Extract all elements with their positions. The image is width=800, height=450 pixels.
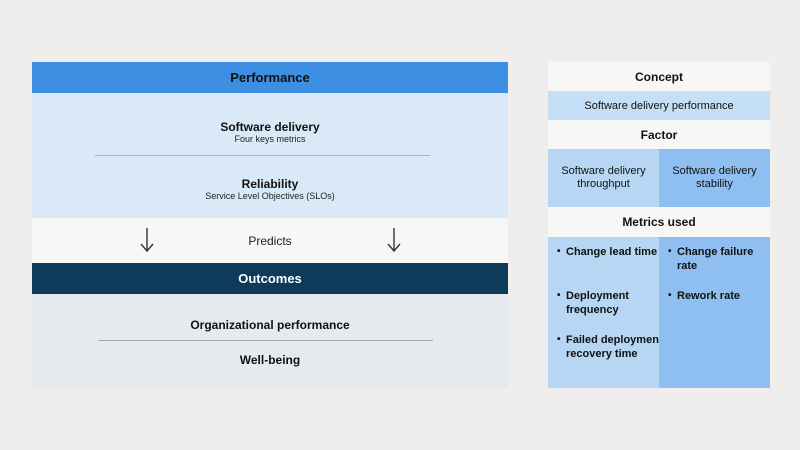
concept-label: Concept <box>548 62 770 91</box>
performance-outcomes-panel: Performance Software delivery Four keys … <box>32 62 508 388</box>
predicts-label: Predicts <box>248 233 292 248</box>
software-delivery-title: Software delivery <box>220 120 320 134</box>
performance-header: Performance <box>32 62 508 93</box>
factor-stability: Software delivery stability <box>659 149 770 207</box>
bullet: • <box>668 290 672 301</box>
metric-label: Failed deployment recovery time <box>566 334 663 360</box>
concept-table: Concept Software delivery performance Fa… <box>548 62 770 388</box>
metric-label: Change lead time <box>566 246 658 258</box>
factor-throughput: Software delivery throughput <box>548 149 659 207</box>
metric-item: • Change lead time <box>557 245 664 259</box>
metric-label: Change failure rate <box>677 246 754 272</box>
outcomes-header-label: Outcomes <box>238 271 302 286</box>
metrics-stability-column: • Change failure rate • Rework rate <box>659 237 770 388</box>
factor-label: Factor <box>548 120 770 149</box>
bullet: • <box>557 334 561 345</box>
predicts-row: Predicts <box>32 218 508 263</box>
reliability-subtitle: Service Level Objectives (SLOs) <box>205 191 335 201</box>
bullet: • <box>557 246 561 257</box>
metric-item: • Deployment frequency <box>557 289 664 317</box>
outcomes-body <box>32 294 508 388</box>
metrics-throughput-column: • Change lead time • Deployment frequenc… <box>548 237 663 388</box>
bullet: • <box>668 246 672 257</box>
outcomes-header: Outcomes <box>32 263 508 294</box>
metric-label: Deployment frequency <box>566 290 629 316</box>
metric-item: • Failed deployment recovery time <box>557 333 664 361</box>
bullet: • <box>557 290 561 301</box>
outcome-well-being: Well-being <box>239 353 301 367</box>
outcomes-divider <box>98 340 433 341</box>
performance-divider <box>95 155 430 156</box>
software-delivery-subtitle: Four keys metrics <box>234 134 306 144</box>
performance-header-label: Performance <box>230 70 310 85</box>
arrow-down-icon <box>140 228 154 253</box>
reliability-title: Reliability <box>241 177 299 191</box>
concept-value: Software delivery performance <box>548 91 770 120</box>
metrics-used-label: Metrics used <box>548 207 770 237</box>
arrow-down-icon <box>387 228 401 253</box>
metric-item: • Change failure rate <box>668 245 775 273</box>
outcome-organizational-performance: Organizational performance <box>190 318 350 332</box>
metric-item: • Rework rate <box>668 289 775 303</box>
metric-label: Rework rate <box>677 290 740 302</box>
